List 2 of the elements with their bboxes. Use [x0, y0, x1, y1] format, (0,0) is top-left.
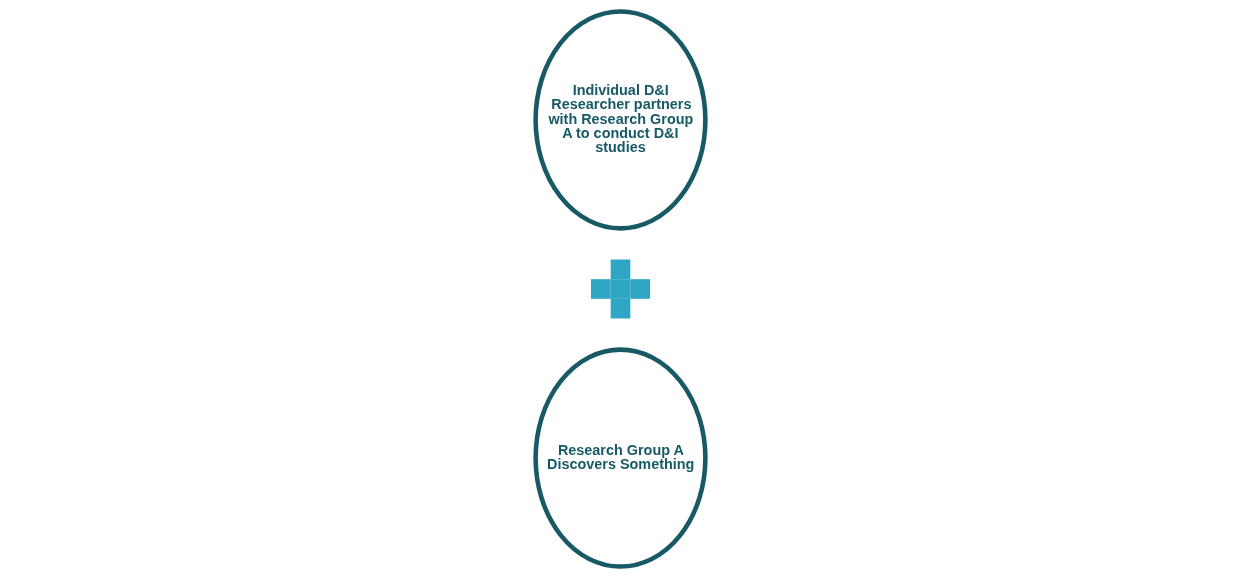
node-ellipse: Individual D&I Researcher partners with Research Group A to conduct D&I studies	[533, 9, 708, 231]
node-ellipse: Research Group A Discovers Something	[533, 347, 708, 569]
